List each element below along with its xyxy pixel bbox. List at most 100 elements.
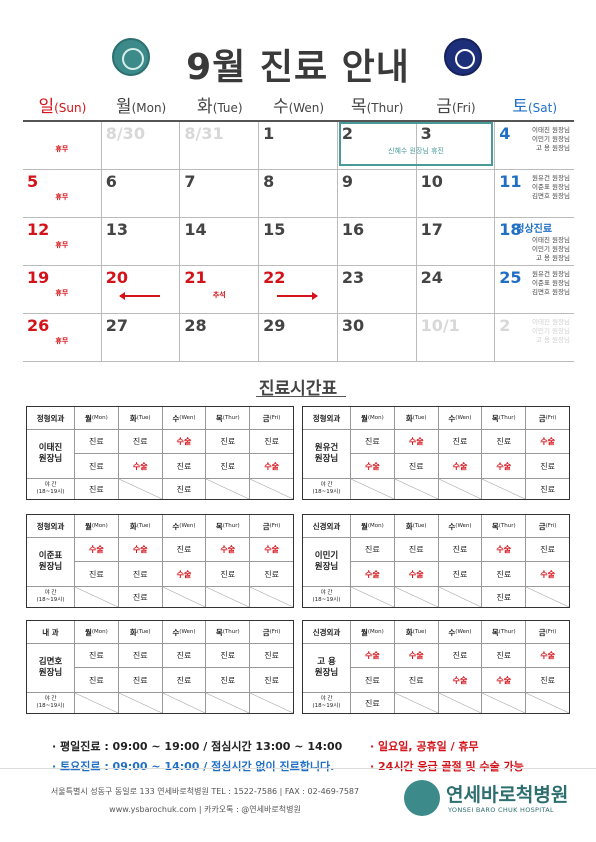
calendar-cell: 9 — [337, 170, 417, 218]
dept-label: 내 과 — [27, 621, 75, 643]
schedule-cell: 진료 — [75, 668, 119, 692]
schedule-cell: 진료 — [162, 538, 207, 562]
night-label: 야 간(18~19시) — [27, 693, 75, 713]
page-title: 9월 진료 안내 — [186, 47, 410, 88]
schedule-cell: 진료 — [394, 538, 439, 562]
calendar-cell: 27 — [101, 314, 181, 362]
university-emblem-icon — [444, 38, 482, 76]
calendar-cell: 14 — [180, 218, 260, 266]
night-cell — [118, 479, 163, 499]
weekday-header: 목(Thur) — [482, 621, 527, 643]
brand-name: 연세바로척병원 — [446, 784, 569, 806]
day-thu: 목(Thur) — [350, 97, 404, 117]
calendar-cell: 29 — [259, 314, 338, 362]
night-cell — [526, 587, 569, 607]
calendar-cell: 15 — [259, 218, 338, 266]
doctor-name: 이준표 원장님 — [27, 538, 75, 586]
calendar-header: 일(Sun) 월(Mon) 화(Tue) 수(Wen) 목(Thur) 금(Fr… — [23, 92, 574, 122]
calendar-cell: 16 — [337, 218, 417, 266]
calendar-cell: 3 — [416, 122, 496, 170]
schedule-cell: 진료 — [264, 569, 279, 579]
night-cell — [75, 693, 119, 713]
schedule-cell: 수술 — [482, 454, 527, 478]
schedule-cell: 진료 — [482, 644, 527, 668]
weekday-header: 수(Wen) — [439, 407, 483, 429]
schedule-cell: 수술 — [118, 538, 163, 562]
address: 서울특별시 성동구 동일로 133 연세바로척병원 TEL : 1522-758… — [50, 787, 360, 796]
off-label: 휴무 — [55, 241, 69, 249]
night-cell: 진료 — [351, 693, 395, 713]
day-wed: 수(Wen) — [272, 97, 325, 117]
schedule-cell: 수술 — [526, 644, 569, 668]
footer-divider — [0, 768, 596, 769]
night-cell — [206, 587, 251, 607]
calendar-cell: 휴무 — [23, 122, 102, 170]
weekday-header: 화(Tue) — [119, 515, 163, 537]
night-cell — [250, 587, 293, 607]
weekday-header: 월(Mon) — [351, 515, 395, 537]
schedule-cell: 진료 — [118, 430, 163, 454]
schedule-cell: 진료 — [206, 430, 251, 454]
night-cell — [526, 693, 569, 713]
night-cell — [482, 479, 527, 499]
night-cell — [162, 693, 207, 713]
night-row: 야 간(18~19시)진료 — [303, 587, 569, 607]
off-label: 휴무 — [55, 145, 69, 153]
night-cell — [118, 693, 163, 713]
schedule-cell: 수술 — [482, 538, 527, 562]
calendar-cell: 8 — [259, 170, 338, 218]
schedule-cell: 진료 — [75, 454, 119, 478]
schedule-cell: 진료 — [250, 644, 293, 668]
emergency-note: · 24시간 응급 골절 및 수술 가능 — [370, 760, 524, 773]
day-tue: 화(Tue) — [197, 97, 243, 117]
schedule-cell: 진료 — [75, 430, 119, 454]
schedule-cell: 수술 — [250, 538, 293, 562]
day-mon: 월(Mon) — [115, 97, 167, 117]
schedule-cell: 수술 — [439, 454, 483, 478]
calendar-cell: 10/1 — [416, 314, 496, 362]
weekday-header: 수(Wen) — [163, 621, 207, 643]
dept-label: 신경외과 — [303, 621, 351, 643]
calendar-cell: 10 — [416, 170, 496, 218]
schedule-cell: 진료 — [163, 454, 207, 478]
schedule-cell: 진료 — [351, 538, 395, 562]
weekday-header: 목(Thur) — [482, 407, 527, 429]
calendar-cell: 2 — [337, 122, 417, 170]
schedule-cell: 진료 — [540, 461, 555, 471]
schedule-cell: 진료 — [351, 668, 395, 692]
calendar-cell: 24 — [416, 266, 496, 314]
schedule-cell: 수술 — [482, 668, 527, 692]
schedule-cell: 수술 — [206, 538, 251, 562]
night-cell: 진료 — [75, 479, 119, 499]
schedule-cell: 수술 — [162, 430, 207, 454]
night-label: 야 간(18~19시) — [303, 587, 351, 607]
schedule-cell: 진료 — [75, 562, 119, 586]
weekday-header: 금(Fri) — [538, 521, 557, 531]
schedule-cell: 수술 — [394, 430, 439, 454]
schedule-cell: 진료 — [206, 454, 251, 478]
schedule-cell: 진료 — [119, 562, 163, 586]
weekday-header: 월(Mon) — [351, 621, 395, 643]
night-row: 야 간(18~19시)진료 — [27, 587, 293, 607]
weekday-header: 월(Mon) — [75, 407, 119, 429]
schedule-cell: 수술 — [394, 644, 439, 668]
weekday-header: 수(Wen) — [163, 407, 207, 429]
schedule-cell: 수술 — [75, 538, 119, 562]
night-cell — [250, 693, 293, 713]
night-cell: 진료 — [119, 587, 163, 607]
night-cell — [438, 587, 483, 607]
schedule-cell: 수술 — [540, 569, 555, 579]
